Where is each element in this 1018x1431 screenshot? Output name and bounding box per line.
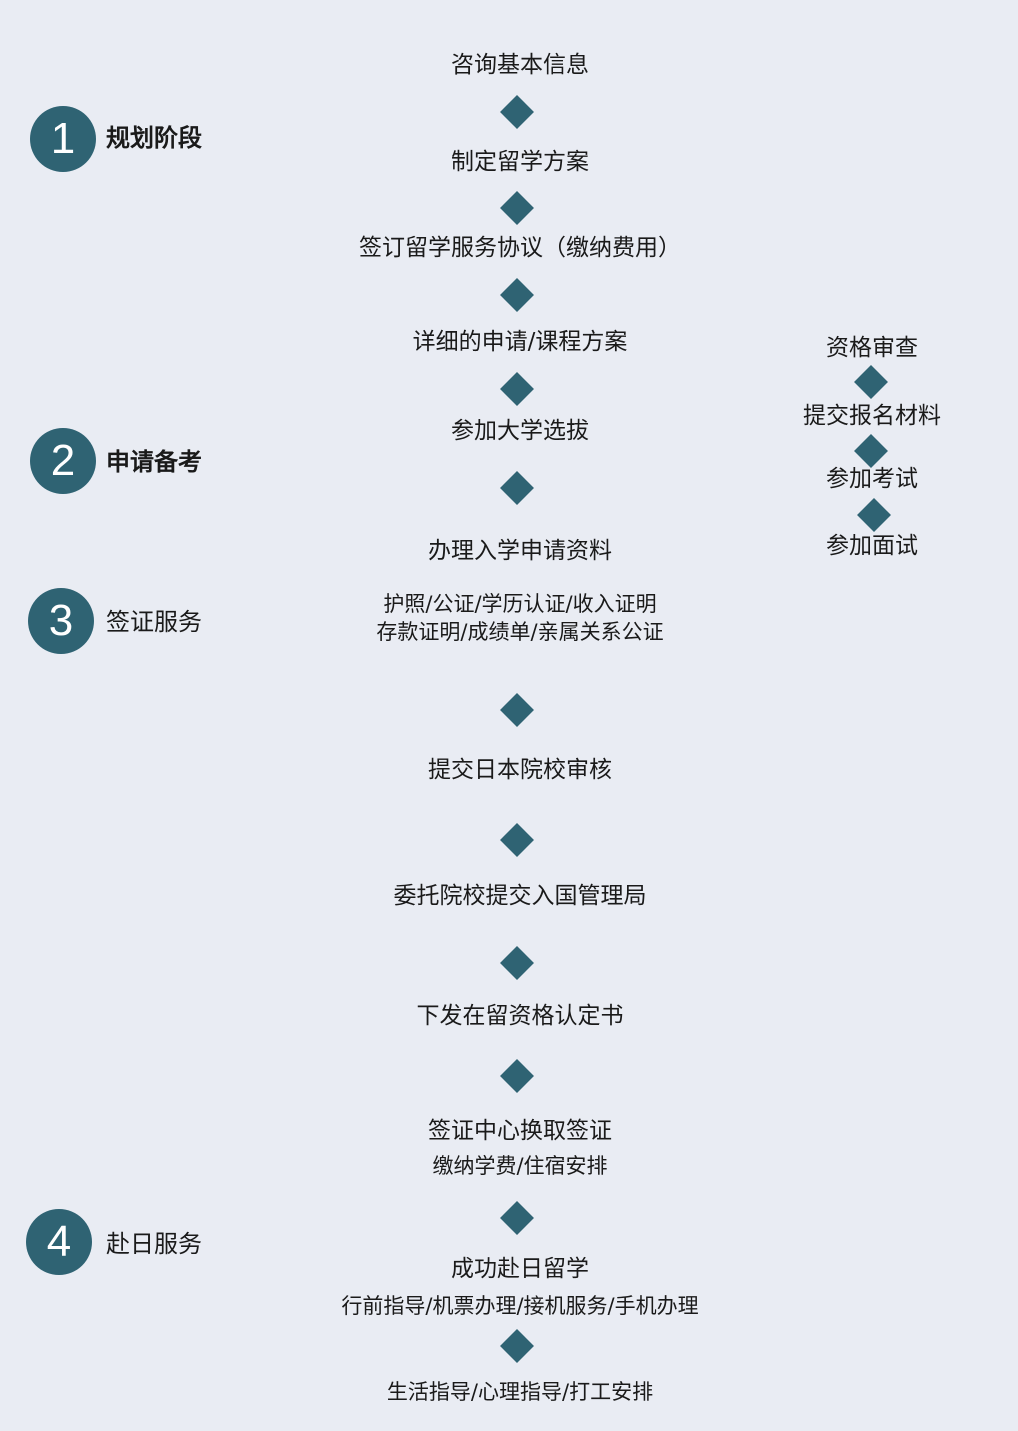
flow-diamond	[500, 372, 534, 406]
side-step-qualification: 资格审查	[826, 335, 918, 361]
flow-step-plan: 制定留学方案	[451, 149, 589, 175]
stage-1-label: 规划阶段	[106, 124, 202, 152]
side-diamond	[854, 434, 888, 468]
flow-diamond	[500, 95, 534, 129]
flow-step-tuition: 缴纳学费/住宿安排	[432, 1154, 608, 1178]
flow-diamond	[500, 1201, 534, 1235]
stage-4-circle: 4	[26, 1209, 92, 1275]
side-diamond	[857, 498, 891, 532]
flow-step-departure-services: 行前指导/机票办理/接机服务/手机办理	[341, 1294, 699, 1318]
side-step-interview: 参加面试	[826, 533, 918, 559]
flow-step-selection: 参加大学选拔	[451, 418, 589, 444]
flow-step-docs-line1: 护照/公证/学历认证/收入证明	[383, 592, 657, 616]
flow-diamond	[500, 278, 534, 312]
stage-4-label: 赴日服务	[106, 1230, 202, 1258]
stage-2-circle: 2	[30, 428, 96, 494]
side-diamond	[854, 365, 888, 399]
stage-3-circle: 3	[28, 588, 94, 654]
flow-diamond	[500, 1059, 534, 1093]
flow-step-departure: 成功赴日留学	[451, 1256, 589, 1282]
flow-step-immigration: 委托院校提交入国管理局	[393, 883, 647, 909]
flow-step-agreement: 签订留学服务协议（缴纳费用）	[359, 235, 681, 261]
flow-diamond	[500, 693, 534, 727]
flow-step-docs-line2: 存款证明/成绩单/亲属关系公证	[376, 620, 664, 644]
stage-3-label: 签证服务	[106, 608, 202, 636]
flow-diamond	[500, 946, 534, 980]
flow-step-school-review: 提交日本院校审核	[428, 757, 612, 783]
flow-step-application-plan: 详细的申请/课程方案	[412, 329, 628, 355]
flow-diamond	[500, 471, 534, 505]
side-step-exam: 参加考试	[826, 466, 918, 492]
flow-step-life-guidance: 生活指导/心理指导/打工安排	[386, 1380, 654, 1404]
stage-2-label: 申请备考	[106, 448, 202, 476]
flow-diamond	[500, 191, 534, 225]
flow-step-admission-docs: 办理入学申请资料	[428, 538, 612, 564]
flow-step-visa: 签证中心换取签证	[428, 1118, 612, 1144]
stage-1-circle: 1	[30, 106, 96, 172]
flow-diamond	[500, 823, 534, 857]
flow-step-certificate: 下发在留资格认定书	[416, 1003, 624, 1029]
flow-step-consult: 咨询基本信息	[451, 52, 589, 78]
side-step-submit-materials: 提交报名材料	[803, 403, 941, 429]
flow-diamond	[500, 1329, 534, 1363]
